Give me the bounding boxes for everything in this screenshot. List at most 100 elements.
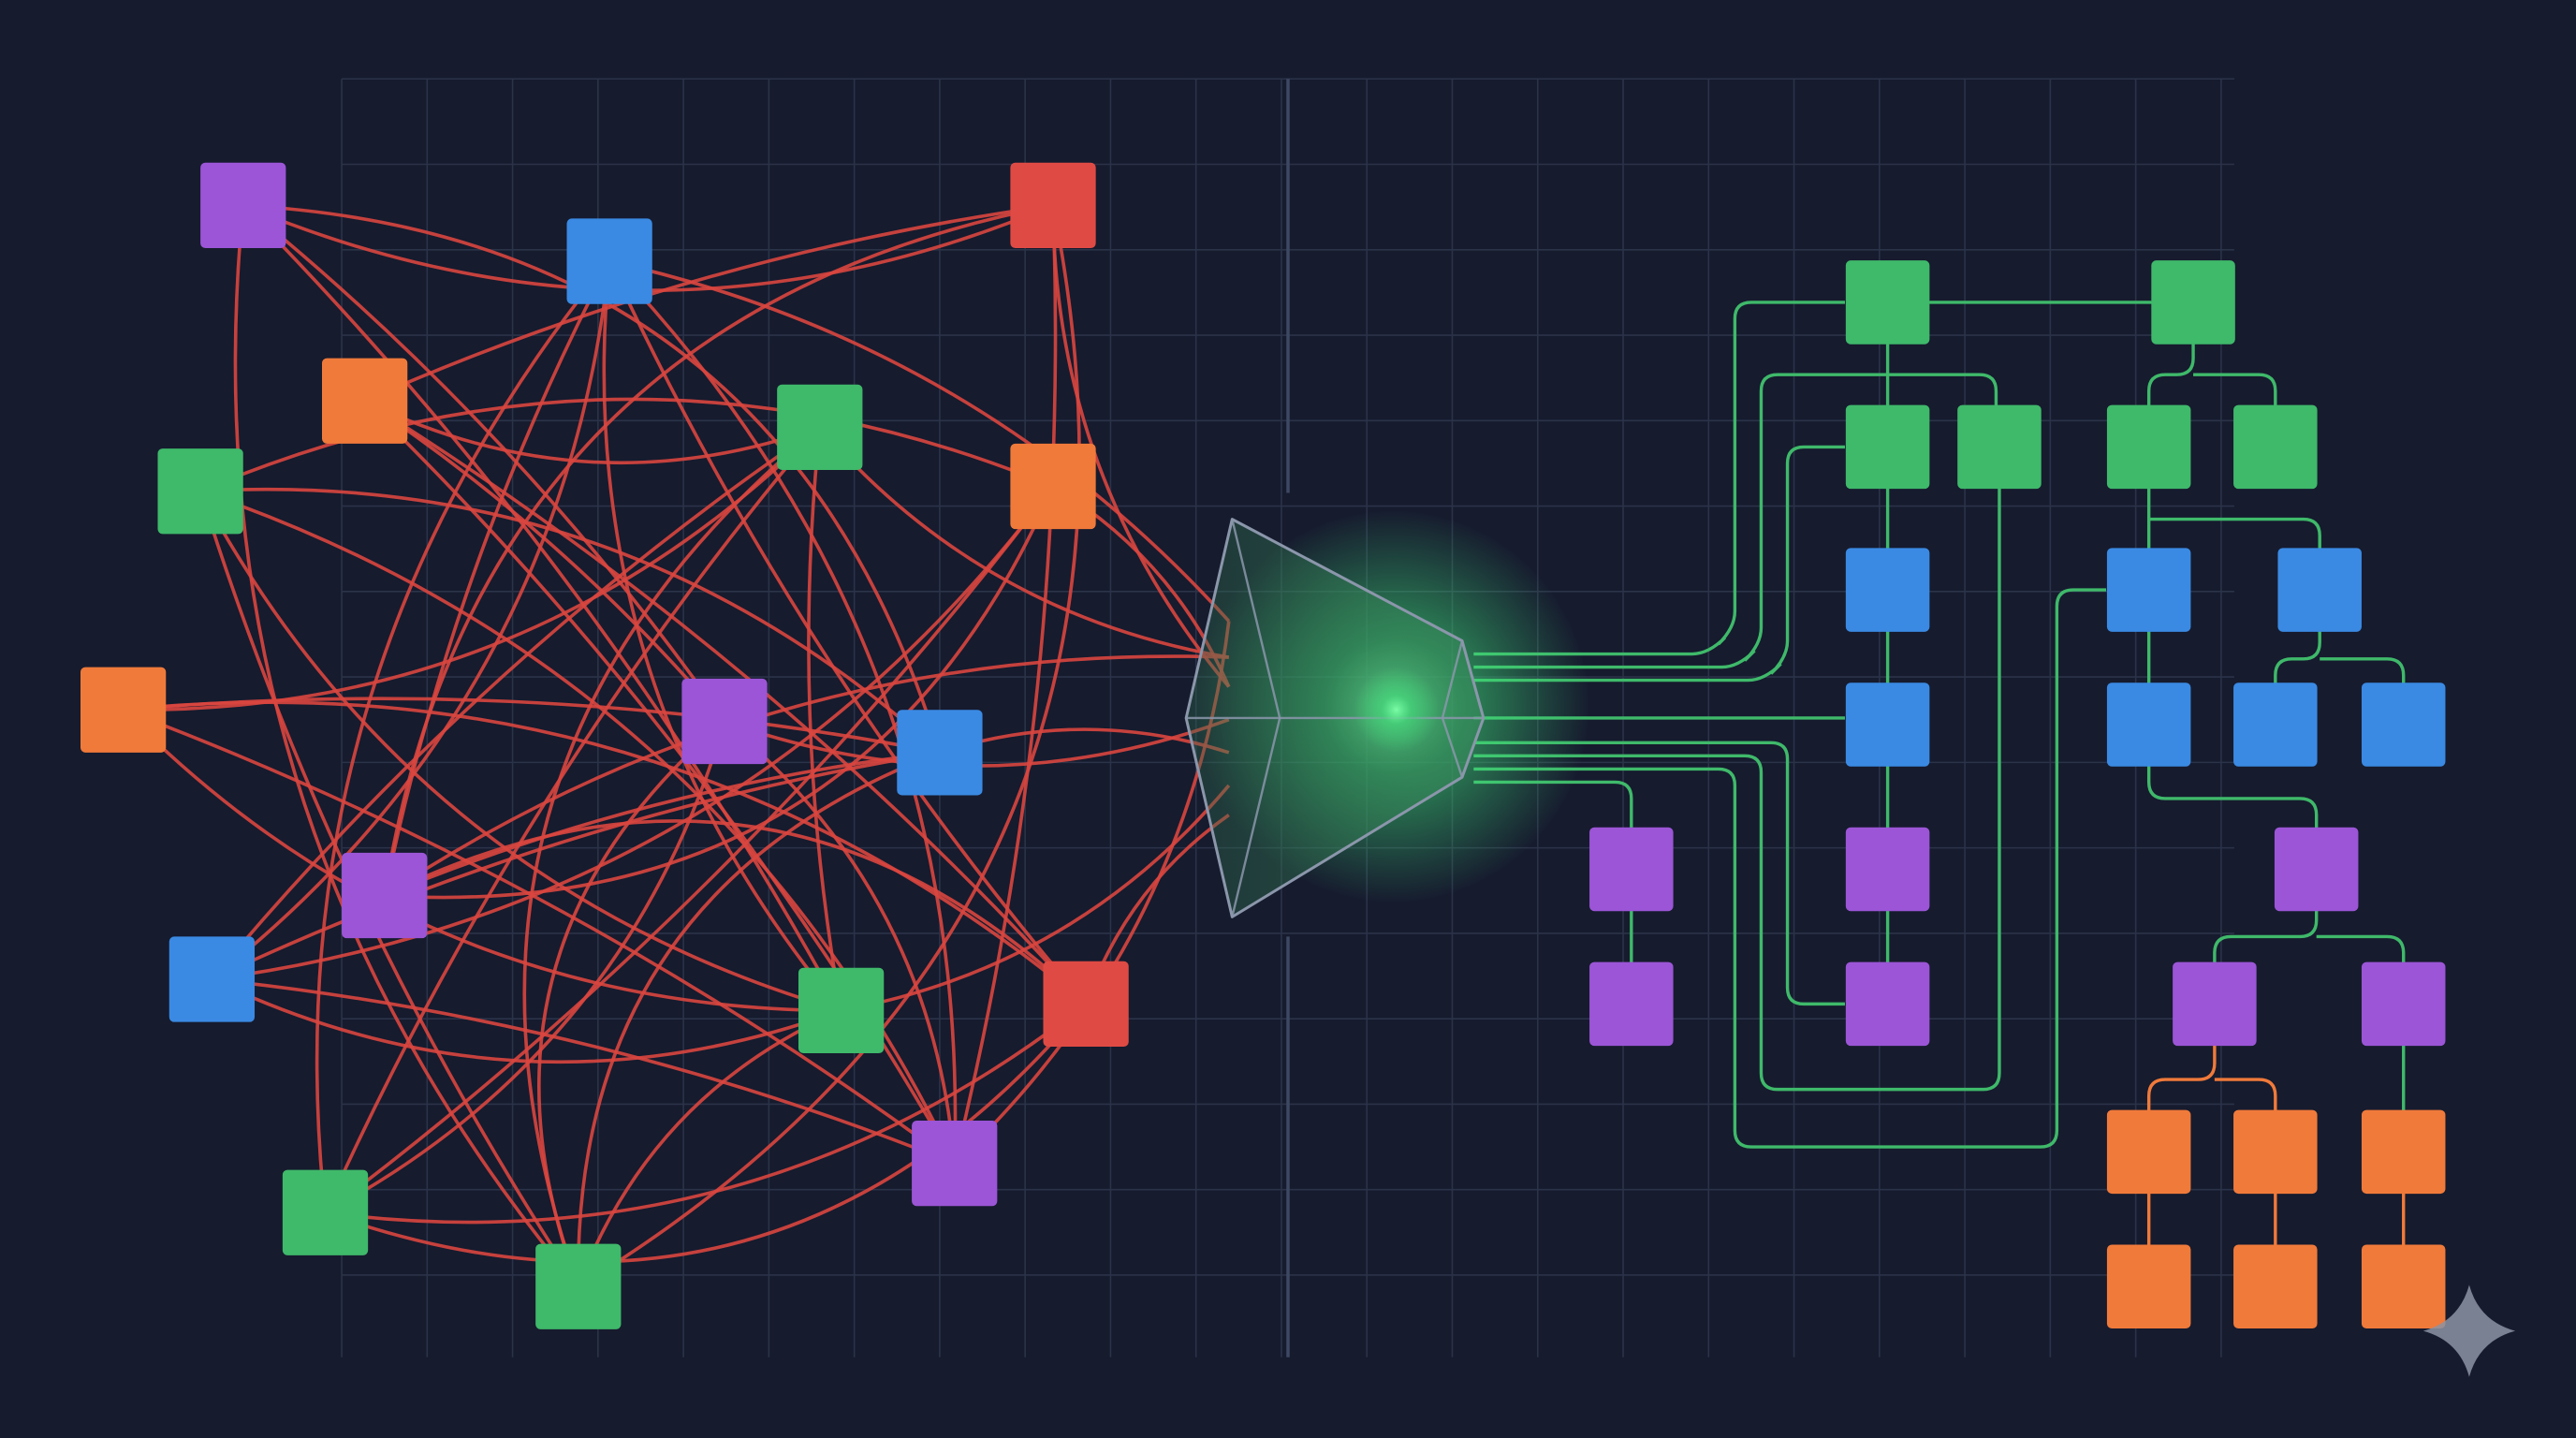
tangled-wire xyxy=(212,485,1055,981)
tangled-wire xyxy=(577,1008,842,1287)
tangled-wire xyxy=(211,977,842,1064)
chaotic-node-green xyxy=(777,384,863,470)
chaotic-node-blue xyxy=(566,218,652,304)
sparkle-shape xyxy=(2422,1284,2516,1377)
chaotic-node-orange xyxy=(322,358,408,444)
chaotic-node-green xyxy=(157,448,243,535)
tangled-wire xyxy=(212,977,956,1166)
chaotic-node-green xyxy=(798,967,885,1054)
ordered-wire xyxy=(2193,373,2277,406)
tree-node-orange xyxy=(2361,1109,2446,1195)
ordered-wire xyxy=(1473,588,2107,1149)
tangled-wire xyxy=(363,399,821,465)
tangled-wire xyxy=(577,205,1081,1288)
tangled-wire xyxy=(363,203,1054,403)
chaotic-node-red xyxy=(1043,961,1129,1047)
tangled-wire xyxy=(607,259,958,1164)
tangled-wire xyxy=(537,720,726,1287)
ordered-wire-orange xyxy=(2214,1078,2277,1111)
tangled-wire xyxy=(576,751,941,1287)
chaotic-node-purple xyxy=(912,1120,998,1207)
ordered-wire xyxy=(2213,910,2319,963)
tangled-wire xyxy=(818,426,1230,659)
chaotic-node-blue xyxy=(168,936,256,1022)
funnel-edge xyxy=(1231,519,1281,719)
chaotic-node-orange xyxy=(80,667,167,753)
funnel-edge xyxy=(1231,717,1281,917)
tangled-wire xyxy=(382,260,611,896)
tangled-wire xyxy=(384,751,941,898)
tree-node-orange xyxy=(2106,1109,2191,1195)
tangled-wire xyxy=(324,1003,1088,1264)
chaotic-node-group xyxy=(80,162,1129,1329)
tree-node-purple xyxy=(1589,961,1674,1047)
ordered-wire xyxy=(1473,488,2001,1092)
chaotic-node-red xyxy=(1010,162,1096,249)
tree-node-orange xyxy=(2233,1244,2318,1328)
tangled-wire xyxy=(324,485,1055,1214)
tree-node-orange xyxy=(2106,1244,2191,1328)
ordered-wire xyxy=(1473,741,1845,1006)
tree-node-blue xyxy=(2277,548,2362,632)
ordered-node-group xyxy=(1589,260,2446,1328)
tangled-wire xyxy=(383,654,1229,898)
tangled-wire xyxy=(952,205,1058,1165)
tree-node-blue xyxy=(2106,682,2191,767)
tree-node-blue xyxy=(1845,682,1930,767)
tree-node-green xyxy=(2106,404,2191,490)
tree-node-green xyxy=(1957,404,2042,490)
tree-node-orange xyxy=(2233,1109,2318,1195)
tree-node-blue xyxy=(2106,548,2191,632)
sparkle-icon xyxy=(2422,1284,2516,1377)
tangled-wire xyxy=(522,425,821,1287)
tangled-wire xyxy=(807,427,843,1011)
tangled-wire xyxy=(211,751,941,981)
tangled-wire xyxy=(841,784,1231,1013)
chaotic-node-purple xyxy=(681,678,768,765)
funnel-edge xyxy=(1441,717,1464,778)
chaotic-node-green xyxy=(535,1243,622,1329)
tangled-wire xyxy=(123,426,822,712)
tangled-wire xyxy=(242,204,843,1012)
funnel-edge xyxy=(1441,640,1464,719)
tree-node-blue xyxy=(1845,548,1930,632)
tangled-wire xyxy=(363,399,726,723)
tangled-wire xyxy=(324,720,726,1214)
chaotic-node-green xyxy=(282,1169,369,1255)
chaotic-node-purple xyxy=(342,852,428,939)
funnel-icon xyxy=(1184,509,1590,918)
tangled-wire xyxy=(607,260,1088,1005)
tree-node-purple xyxy=(2274,827,2359,912)
ordered-wire xyxy=(1473,301,1845,656)
tangled-wire xyxy=(122,708,956,1166)
tangled-wire xyxy=(211,425,821,981)
tangled-wire xyxy=(723,720,957,1164)
tangled-wire xyxy=(211,260,611,981)
tree-node-blue xyxy=(2233,682,2318,767)
tangled-wire xyxy=(198,490,842,1013)
ordered-wire xyxy=(2146,343,2195,406)
funnel-core xyxy=(1354,667,1440,753)
ordered-connections xyxy=(1473,301,2406,1248)
tangled-wire xyxy=(383,819,1088,1005)
tree-node-purple xyxy=(1845,961,1930,1047)
ordered-wire xyxy=(1473,780,1633,829)
ordered-wire xyxy=(2274,630,2321,684)
tangled-wire xyxy=(1051,205,1231,688)
tangled-wire xyxy=(233,205,580,1288)
tangled-connections xyxy=(122,203,1231,1288)
ordered-wire xyxy=(2320,657,2406,684)
tangled-wire xyxy=(602,260,842,1012)
tangled-wire xyxy=(123,697,941,755)
tree-node-purple xyxy=(1589,827,1674,912)
tree-node-orange xyxy=(2361,1244,2446,1328)
tangled-wire xyxy=(608,259,1231,623)
tree-node-green xyxy=(1845,404,1930,490)
ordered-wire xyxy=(2316,934,2406,963)
chaotic-node-orange xyxy=(1010,443,1096,530)
ordered-wire-orange xyxy=(2146,1045,2217,1111)
chaotic-node-purple xyxy=(200,162,286,249)
tangled-wire xyxy=(123,700,1088,1005)
